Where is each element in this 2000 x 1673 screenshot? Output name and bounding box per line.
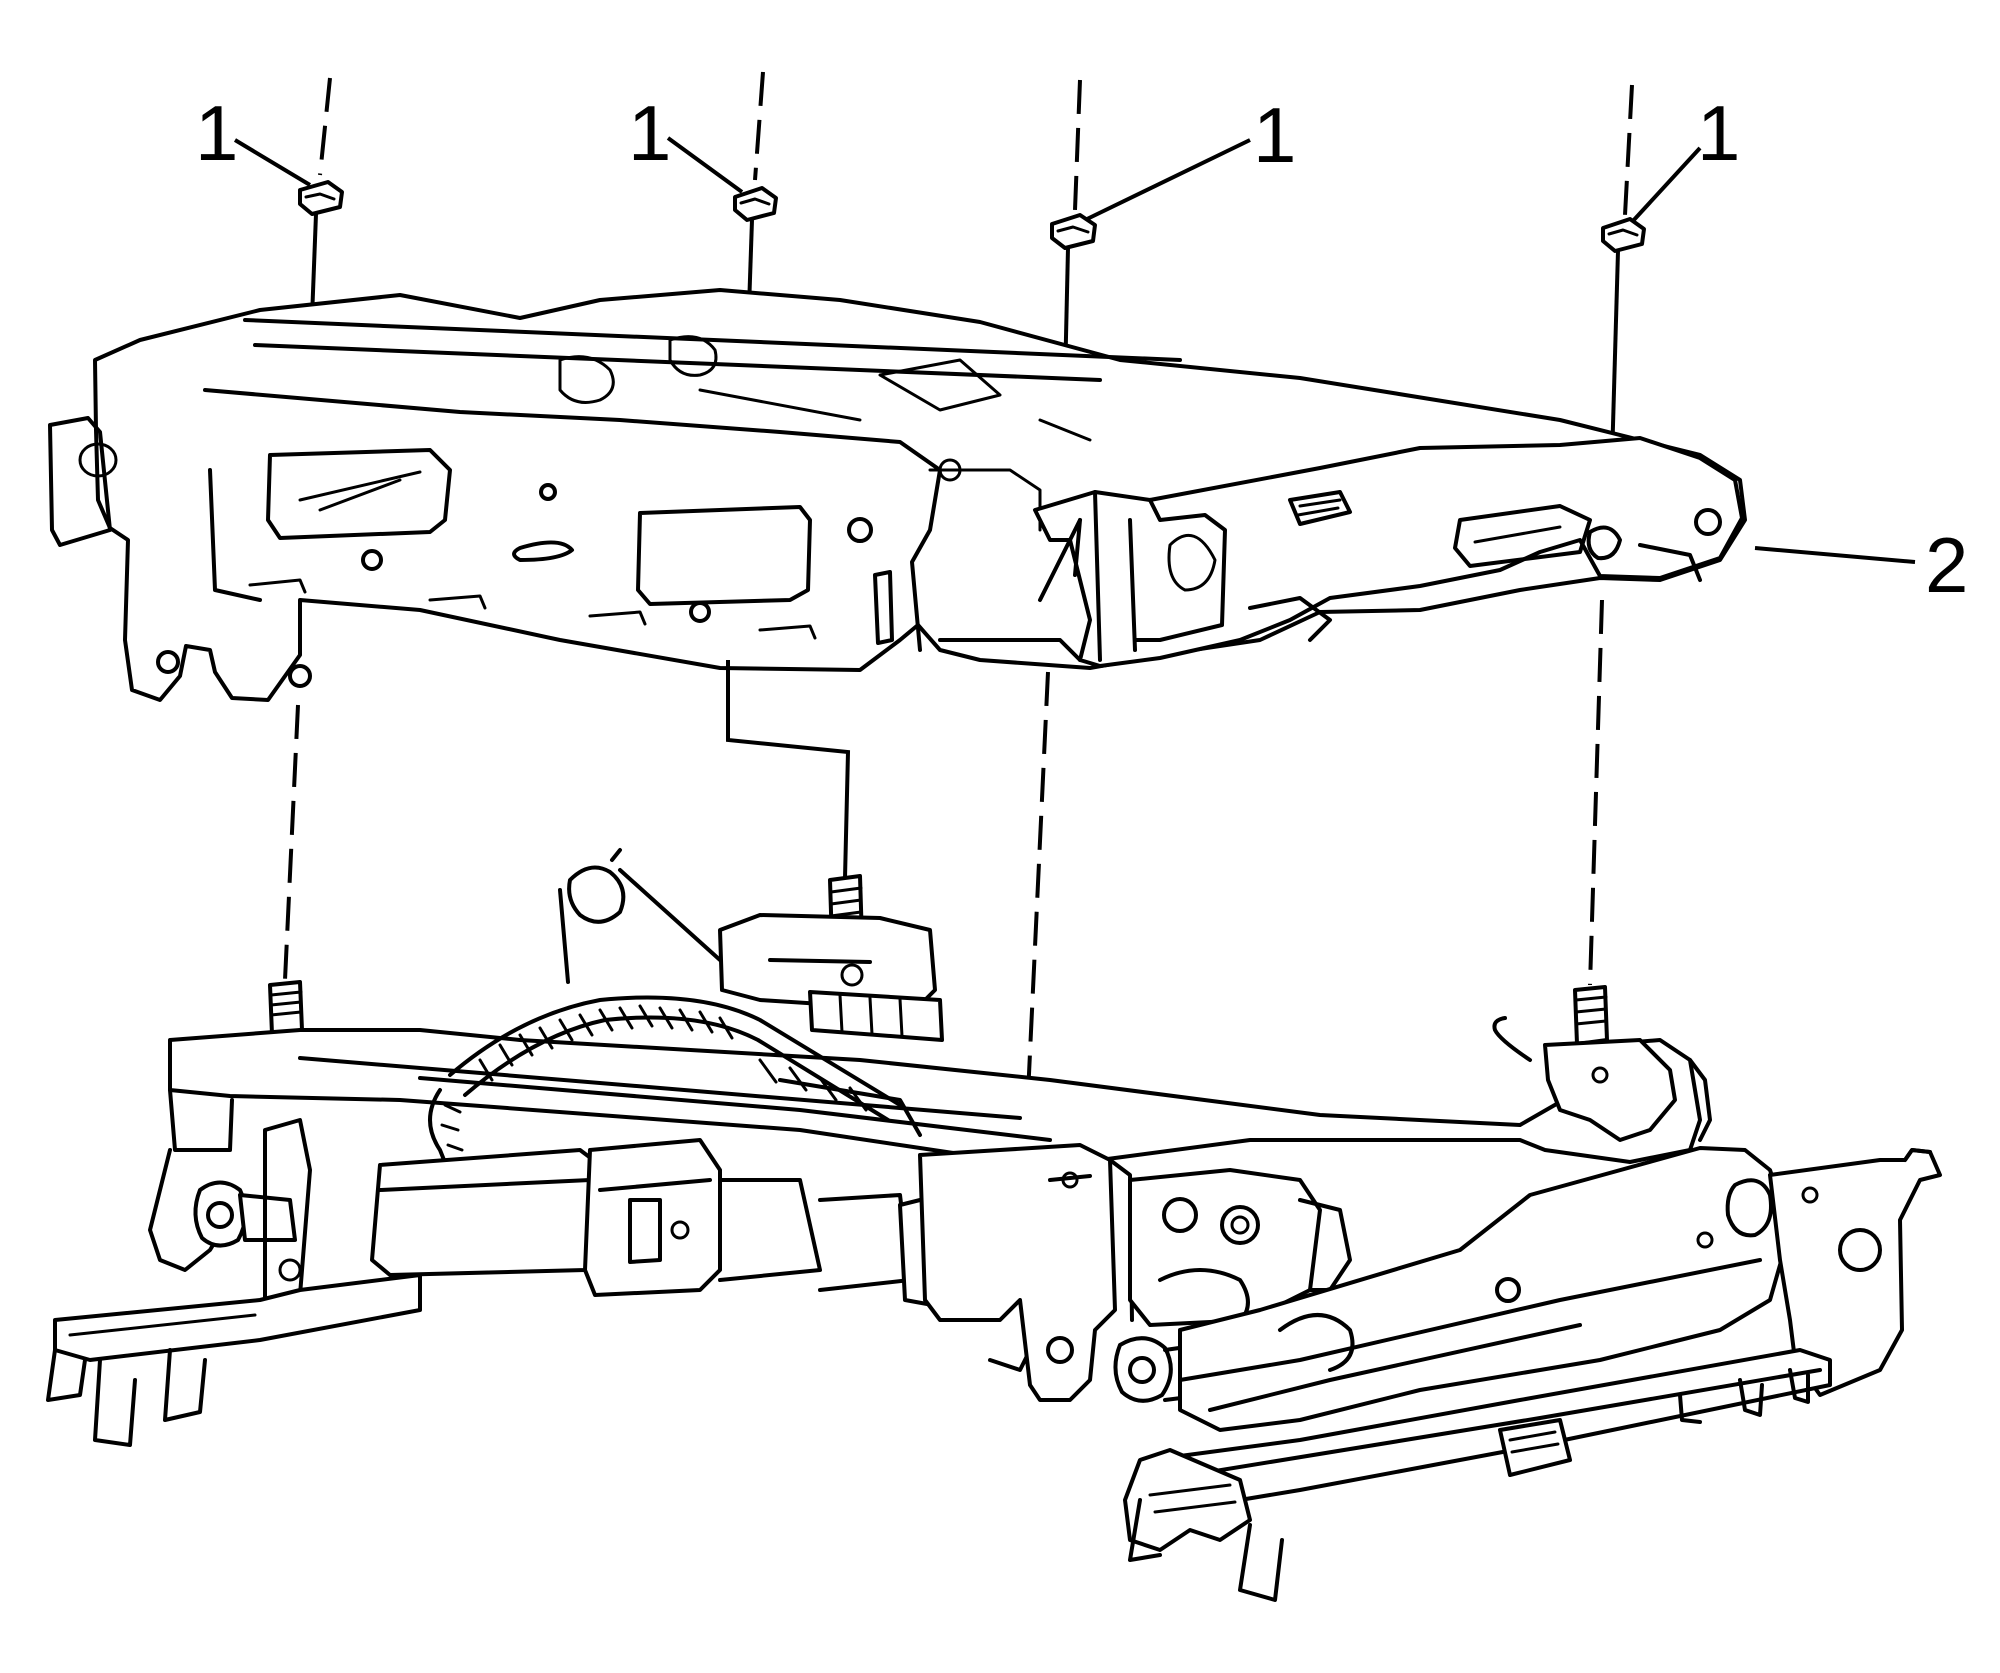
callout-nut-b: 1 [628,89,671,177]
lower-centerline-a [283,704,300,981]
upper-seat-bracket [48,288,1747,702]
nut-b [733,186,778,222]
centerline-b [753,71,765,181]
lower-centerline-c [1026,671,1050,1096]
leader-nut-d [1630,146,1702,224]
callout-labels: 1 1 1 1 2 [195,89,1968,609]
callout-nut-c: 1 [1253,91,1296,179]
leader-lines [233,136,1916,564]
callout-nut-d: 1 [1697,89,1740,177]
upper-centerlines [318,71,1634,216]
axis-d [1610,250,1620,461]
stud-d [1573,985,1609,1046]
callout-bracket: 2 [1925,521,1968,609]
callout-nut-a: 1 [195,89,238,177]
lower-seat-adjuster [46,848,1942,1602]
leader-nut-b [666,136,744,194]
leader-bracket [1754,546,1916,564]
centerline-d [1623,84,1634,216]
centre-stud-leader [726,660,851,879]
leader-nut-c [1084,138,1251,222]
nut-c [1050,213,1097,250]
nut-d [1601,217,1646,253]
stud-a [268,980,304,1036]
lower-centerlines [283,599,1604,1096]
centerline-c [1073,79,1082,211]
nut-a [298,180,344,216]
nuts [298,180,1646,253]
lower-centerline-d [1588,599,1604,986]
centerline-a [318,77,332,176]
leader-nut-a [233,138,312,187]
